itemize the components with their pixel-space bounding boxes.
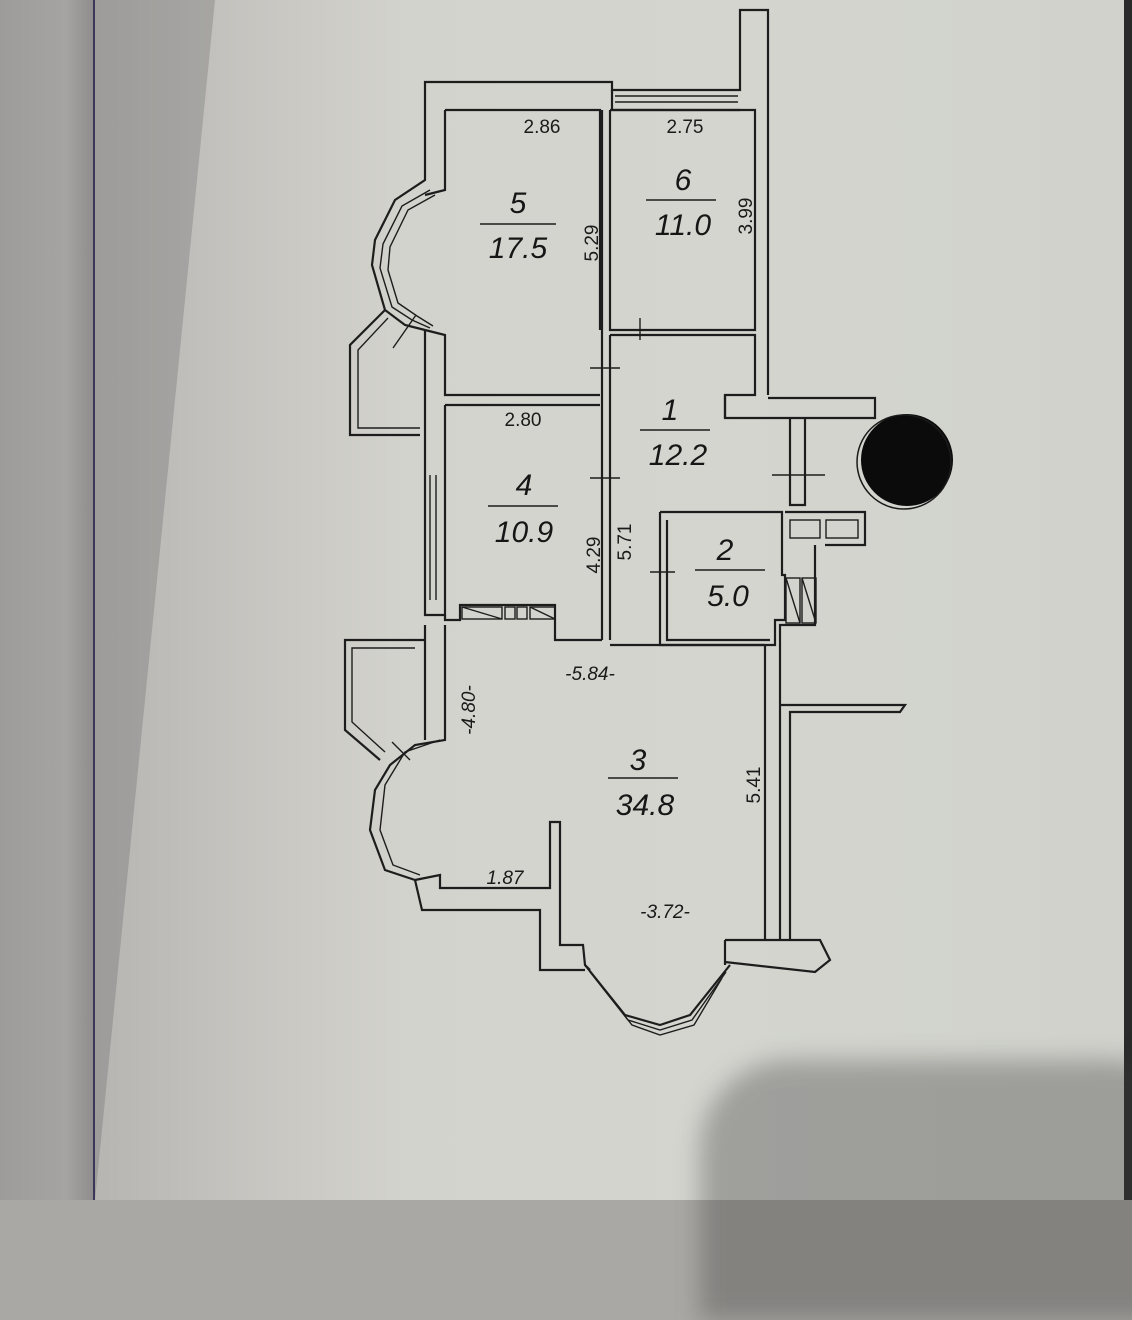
- floor-plan: 5 17.5 6 11.0 1 12.2 4 10.9 2 5.0 3 34.8…: [343, 8, 953, 1036]
- svg-text:17.5: 17.5: [489, 232, 548, 265]
- svg-text:5: 5: [510, 187, 527, 220]
- svg-text:11.0: 11.0: [655, 209, 711, 242]
- dim-room3-bottom: -3.72-: [640, 902, 690, 923]
- room-5-label: 5 17.5: [480, 187, 556, 265]
- exterior-walls: [348, 8, 770, 437]
- svg-text:6: 6: [675, 164, 692, 197]
- redaction-circle-icon: [856, 414, 953, 510]
- dim-room4-width: 2.80: [505, 410, 542, 431]
- interior-walls: [343, 110, 908, 1036]
- dim-room6-width: 2.75: [667, 117, 704, 138]
- dim-room3-right: 5.41: [744, 767, 765, 804]
- dimension-labels: 2.86 2.75 2.80 5.29 3.99 4.29 5.71 -5.84…: [459, 117, 765, 923]
- svg-text:34.8: 34.8: [616, 789, 675, 822]
- room-1-label: 1 12.2: [640, 394, 710, 472]
- room-4-label: 4 10.9: [488, 469, 558, 549]
- dim-room6-length: 3.99: [736, 198, 757, 235]
- dim-room3-left: -4.80-: [459, 685, 480, 735]
- page-edge: [1124, 0, 1132, 1200]
- dim-room5-width: 2.86: [524, 117, 561, 138]
- svg-text:3: 3: [630, 744, 647, 777]
- svg-text:2: 2: [716, 534, 734, 567]
- svg-text:12.2: 12.2: [649, 439, 708, 472]
- room-2-label: 2 5.0: [695, 534, 765, 613]
- svg-text:5.0: 5.0: [707, 580, 749, 613]
- adjacent-page: [0, 0, 95, 1200]
- room-6-label: 6 11.0: [646, 164, 716, 242]
- dim-room5-length: 5.29: [582, 225, 603, 262]
- svg-text:10.9: 10.9: [495, 516, 554, 549]
- dim-room1-length: 5.71: [615, 524, 636, 561]
- page-fold-shadow: [95, 0, 215, 1200]
- dim-room4-length: 4.29: [584, 537, 605, 574]
- dim-room3-top: -5.84-: [565, 664, 615, 685]
- room-3-label: 3 34.8: [608, 744, 678, 822]
- book-binding: [93, 0, 95, 1200]
- svg-text:1: 1: [662, 394, 679, 427]
- photo-shadow: [700, 1060, 1132, 1320]
- svg-text:4: 4: [516, 469, 533, 502]
- dim-room3-bottom-left: 1.87: [487, 868, 525, 889]
